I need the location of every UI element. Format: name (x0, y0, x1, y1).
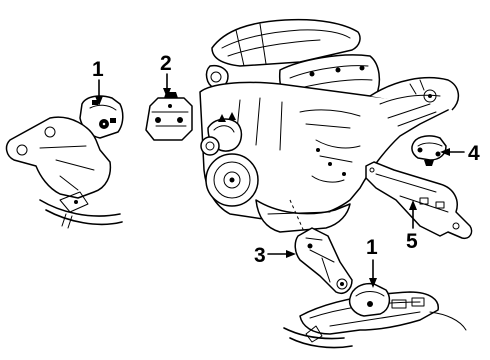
callout-3-arrow (286, 250, 296, 258)
callout-2-label: 2 (160, 52, 172, 75)
callout-3-label: 3 (254, 244, 266, 267)
engine-assembly (199, 18, 460, 233)
engine-mount-left (5, 95, 124, 229)
transmission-support (365, 161, 473, 240)
callout-2-arrow (163, 88, 171, 98)
mount-bracket-upper (145, 92, 193, 141)
callout-5-arrow (409, 200, 417, 210)
callout-1b-label: 1 (366, 236, 378, 259)
callout-1b-arrow (369, 278, 377, 288)
callout-4-label: 4 (468, 142, 480, 165)
callout-1-arrow (95, 96, 103, 106)
callout-5-label: 5 (406, 230, 418, 253)
transmission-mount (411, 135, 447, 166)
engine-mount-right (283, 282, 467, 349)
callout-4-arrow (440, 148, 450, 156)
mount-bracket-lower (294, 227, 353, 294)
locator-line (289, 199, 307, 237)
callout-1-label: 1 (92, 58, 104, 81)
